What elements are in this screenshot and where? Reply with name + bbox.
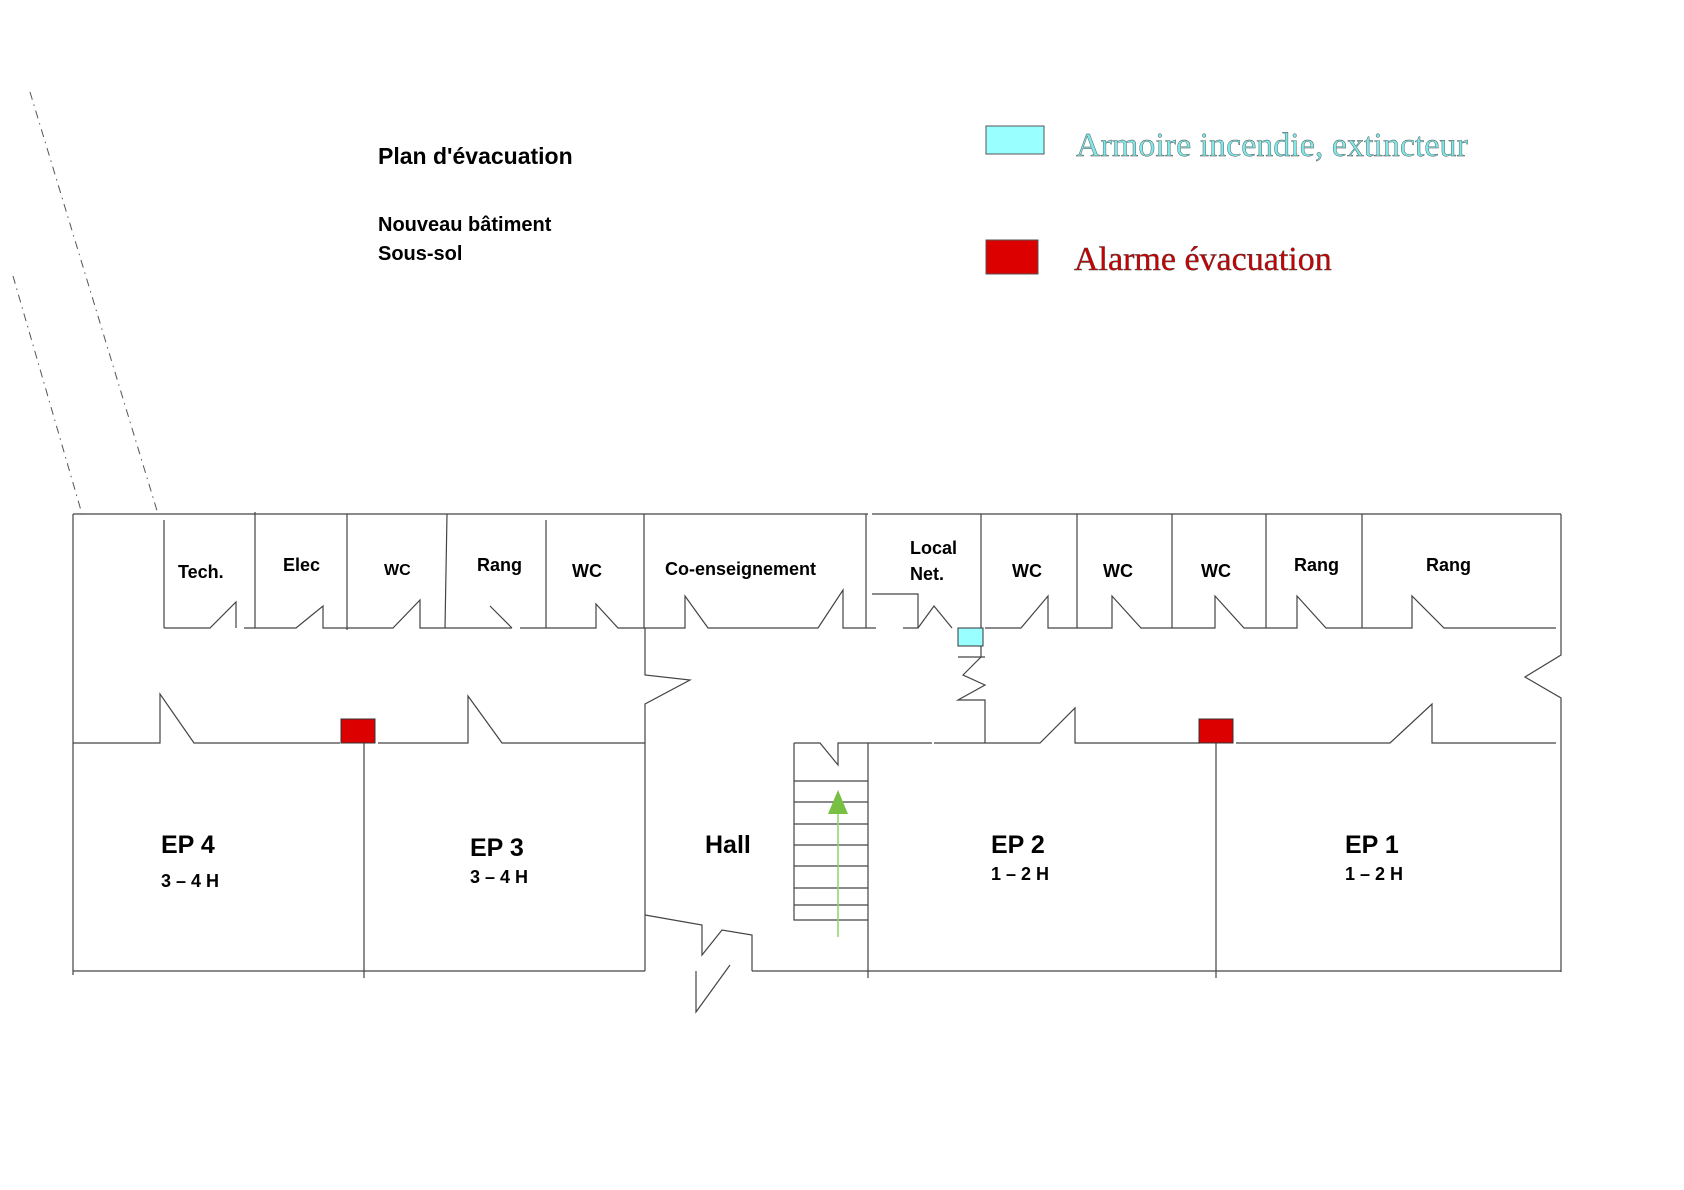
room-label-rang: Rang (1294, 555, 1339, 575)
legend-alarm-label: Alarme évacuation (1074, 241, 1332, 278)
room-label-wc: WC (1103, 561, 1133, 581)
plan-title: Plan d'évacuation (378, 143, 573, 169)
room-label-hall: Hall (705, 831, 751, 859)
building-walls (72, 512, 1562, 1014)
room-label-tech: Tech. (178, 562, 224, 582)
room-hours-ep3: 3 – 4 H (470, 867, 528, 887)
legend-fire-swatch (985, 125, 1045, 155)
room-label-wc: WC (572, 561, 602, 581)
room-label-rang: Rang (1426, 555, 1471, 575)
room-hours-ep2: 1 – 2 H (991, 864, 1049, 884)
room-label-net: Net. (910, 564, 944, 584)
room-hours-ep4: 3 – 4 H (161, 871, 219, 891)
bottom-room-labels: EP 4 3 – 4 H EP 3 3 – 4 H Hall EP 2 1 – … (161, 831, 1403, 891)
top-room-labels: Tech. Elec WC Rang WC Co-enseignement Lo… (178, 538, 1471, 584)
exit-arrow-icon (828, 790, 848, 814)
floor-name: Sous-sol (378, 243, 462, 265)
room-label-ep3: EP 3 (470, 834, 524, 862)
alarm-icon (1198, 718, 1234, 744)
legend-alarm-swatch (985, 239, 1039, 275)
room-label-local: Local (910, 538, 957, 558)
legend: Armoire incendie, extincteur Alarme évac… (985, 125, 1469, 278)
room-label-wc: WC (384, 562, 411, 579)
room-label-ep1: EP 1 (1345, 831, 1399, 859)
room-label-wc: WC (1201, 561, 1231, 581)
room-hours-ep1: 1 – 2 H (1345, 864, 1403, 884)
building-name: Nouveau bâtiment (378, 214, 552, 236)
room-label-wc: WC (1012, 561, 1042, 581)
fire-cabinet-icon (957, 627, 984, 647)
alarm-icon (340, 718, 376, 744)
room-label-ep4: EP 4 (161, 831, 215, 859)
staircase (793, 742, 868, 937)
legend-fire-label: Armoire incendie, extincteur (1076, 127, 1468, 164)
dashed-guides (12, 91, 159, 515)
room-label-rang: Rang (477, 555, 522, 575)
room-label-coenseignement: Co-enseignement (665, 559, 816, 579)
room-label-ep2: EP 2 (991, 831, 1045, 859)
room-label-elec: Elec (283, 555, 320, 575)
safety-equipment (340, 627, 1234, 744)
